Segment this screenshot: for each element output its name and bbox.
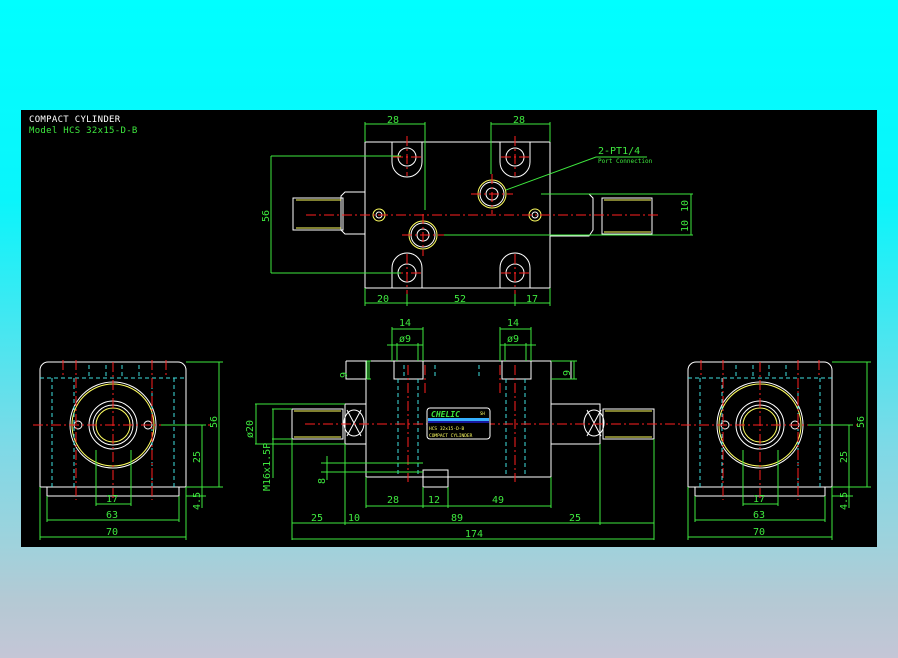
- top-dim-20: 20: [377, 294, 389, 305]
- front-dim-dia9-left: ø9: [399, 334, 411, 345]
- front-dim-14-right: 14: [507, 318, 519, 329]
- left-dim-56: 56: [209, 416, 220, 428]
- front-dim-25-left: 25: [311, 513, 323, 524]
- front-dim-174: 174: [465, 529, 483, 540]
- top-dim-28-right: 28: [513, 115, 525, 126]
- front-dim-9-right: 9: [562, 370, 573, 376]
- title-block: COMPACT CYLINDER Model HCS 32x15-D-B: [29, 115, 138, 137]
- front-dim-25-right: 25: [569, 513, 581, 524]
- front-dim-28: 28: [387, 495, 399, 506]
- right-side-view: 56 25 4.5 17 63 70: [681, 360, 871, 540]
- left-dim-70: 70: [106, 527, 118, 538]
- drawing-model: Model HCS 32x15-D-B: [29, 126, 138, 136]
- nameplate: CHELIC SH HCS 32x15-D-B COMPACT CYLINDER: [426, 407, 491, 440]
- port-sublabel: Port Connection: [598, 158, 653, 165]
- nameplate-model: HCS 32x15-D-B: [429, 426, 465, 432]
- front-dim-12: 12: [428, 495, 440, 506]
- front-view: CHELIC SH HCS 32x15-D-B COMPACT CYLINDER…: [245, 318, 681, 540]
- top-dim-17: 17: [526, 294, 538, 305]
- top-view: 28 28 56 20 52 17 10 10 2-PT1/4 Port Con…: [261, 115, 693, 306]
- left-dim-63: 63: [106, 510, 118, 521]
- front-dim-49: 49: [492, 495, 504, 506]
- front-dim-9-left: 9: [339, 372, 350, 378]
- right-dim-25: 25: [839, 451, 850, 463]
- right-dim-56: 56: [856, 416, 867, 428]
- front-dim-10: 10: [348, 513, 360, 524]
- top-dim-10-lower: 10: [680, 220, 691, 232]
- front-dim-dia9-right: ø9: [507, 334, 519, 345]
- drawing-title: COMPACT CYLINDER: [29, 115, 121, 125]
- port-label: 2-PT1/4: [598, 146, 640, 157]
- top-dim-52: 52: [454, 294, 466, 305]
- right-dim-63: 63: [753, 510, 765, 521]
- front-dim-8: 8: [317, 478, 328, 484]
- right-dim-70: 70: [753, 527, 765, 538]
- front-dim-thread: M16x1.5P: [262, 443, 273, 491]
- left-dim-17: 17: [106, 494, 118, 505]
- top-dim-28-left: 28: [387, 115, 399, 126]
- right-dim-17: 17: [753, 494, 765, 505]
- left-side-view: 56 25 4.5 17 63 70: [33, 360, 223, 540]
- right-dim-4-5: 4.5: [839, 492, 850, 510]
- cad-drawing-canvas[interactable]: COMPACT CYLINDER Model HCS 32x15-D-B .o{…: [21, 110, 877, 547]
- front-dim-89: 89: [451, 513, 463, 524]
- front-dim-dia20: ø20: [245, 420, 256, 438]
- nameplate-desc: COMPACT CYLINDER: [429, 433, 473, 439]
- drawing-svg: .o{stroke:#fff;fill:none;stroke-width:1;…: [33, 115, 871, 540]
- nameplate-badge: SH: [480, 411, 485, 416]
- top-dim-56: 56: [261, 210, 272, 222]
- top-dim-10-upper: 10: [680, 200, 691, 212]
- front-dim-14-left: 14: [399, 318, 411, 329]
- left-dim-25: 25: [192, 451, 203, 463]
- left-dim-4-5: 4.5: [192, 492, 203, 510]
- nameplate-brand: CHELIC: [431, 410, 460, 419]
